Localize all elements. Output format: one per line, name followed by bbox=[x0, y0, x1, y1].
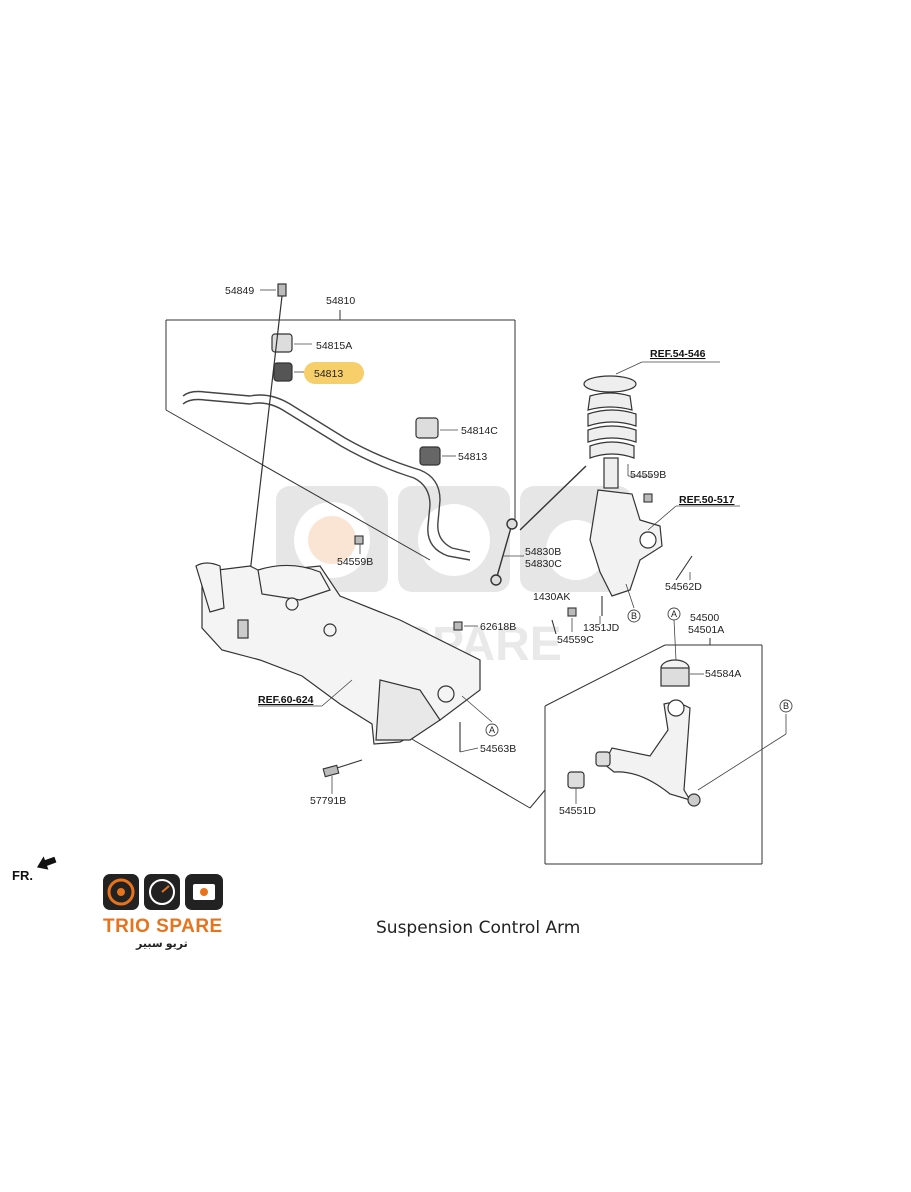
label-1430AK: 1430AK bbox=[533, 591, 570, 603]
ref-50-517: REF.50-517 bbox=[679, 494, 735, 506]
label-54584A: 54584A bbox=[705, 668, 741, 680]
label-54500: 54500 bbox=[690, 612, 719, 624]
bushing-54813-highlighted bbox=[273, 362, 293, 382]
label-54559C: 54559C bbox=[557, 634, 594, 646]
label-54830B: 54830B bbox=[525, 546, 561, 558]
brand-name-arabic: تريو سبير bbox=[136, 938, 188, 950]
knuckle bbox=[589, 489, 663, 597]
highlight-marker bbox=[304, 362, 364, 384]
gauge-icon bbox=[149, 879, 175, 905]
label-54551D: 54551D bbox=[559, 805, 596, 817]
leader-lines bbox=[258, 289, 787, 804]
label-54559B-right: 54559B bbox=[630, 469, 666, 481]
label-54559B-left: 54559B bbox=[337, 556, 373, 568]
brake-disc-icon bbox=[107, 878, 135, 906]
stabilizer-link bbox=[490, 465, 587, 586]
callout-circles bbox=[485, 607, 793, 737]
brand-name: TRIO SPARE bbox=[103, 916, 223, 937]
bushing-54813 bbox=[419, 446, 441, 466]
label-54813-highlight: 54813 bbox=[314, 368, 343, 380]
callout-a-top: A bbox=[671, 609, 677, 619]
callout-b-right: B bbox=[783, 701, 789, 711]
label-54501A: 54501A bbox=[688, 624, 724, 636]
stabilizer-bar bbox=[182, 390, 471, 561]
front-direction-label: FR. bbox=[12, 868, 33, 883]
label-62618B: 62618B bbox=[480, 621, 516, 633]
strut-assembly bbox=[583, 375, 637, 489]
label-54563B: 54563B bbox=[480, 743, 516, 755]
label-54813: 54813 bbox=[458, 451, 487, 463]
bushing-54814C bbox=[415, 417, 439, 439]
front-direction-icon bbox=[36, 856, 57, 870]
ref-60-624: REF.60-624 bbox=[258, 694, 314, 706]
label-54849: 54849 bbox=[225, 285, 254, 297]
callout-b-knuckle: B bbox=[631, 611, 637, 621]
stabilizer-group-box bbox=[165, 310, 516, 561]
label-54562D: 54562D bbox=[665, 581, 702, 593]
diagram-caption: Suspension Control Arm bbox=[376, 918, 581, 938]
label-57791B: 57791B bbox=[310, 795, 346, 807]
subframe bbox=[195, 562, 481, 745]
callout-a-bottom: A bbox=[489, 725, 495, 735]
lower-control-arm bbox=[567, 659, 701, 807]
bushing-54815A bbox=[271, 333, 293, 353]
label-54810: 54810 bbox=[326, 295, 355, 307]
brand-logo-icons bbox=[103, 874, 223, 910]
control-arm-group-box bbox=[409, 638, 763, 865]
label-1351JD: 1351JD bbox=[583, 622, 620, 634]
label-54814C: 54814C bbox=[461, 425, 498, 437]
ref-54-546: REF.54-546 bbox=[650, 348, 706, 360]
label-54815A: 54815A bbox=[316, 340, 352, 352]
fasteners bbox=[322, 493, 693, 778]
label-54830C: 54830C bbox=[525, 558, 562, 570]
